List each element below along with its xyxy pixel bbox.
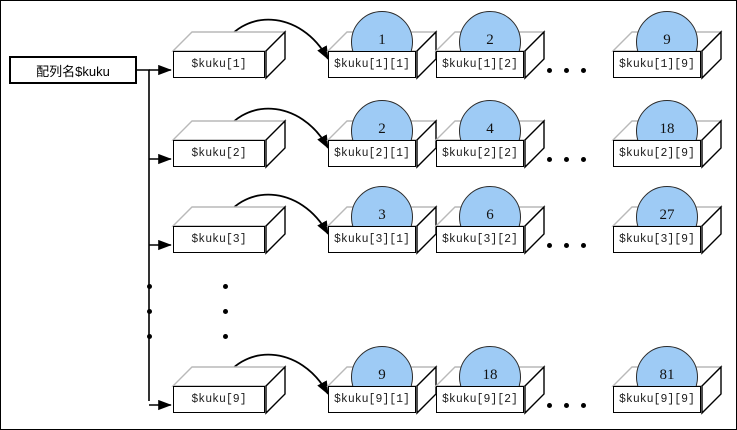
array-element-label: $kuku[1][2] (436, 51, 524, 78)
vertical-ellipsis-2 (223, 284, 228, 339)
horizontal-ellipsis (547, 243, 586, 248)
array-element-label: $kuku[9][9] (613, 386, 701, 413)
array-element-box: $kuku[3][2] (436, 207, 544, 253)
array-element-label: $kuku[3][1] (328, 226, 416, 253)
array-element-box: $kuku[9][9] (613, 367, 721, 413)
array-element-label: $kuku[2][2] (436, 140, 524, 167)
array-element-box: $kuku[3][9] (613, 207, 721, 253)
horizontal-ellipsis (547, 403, 586, 408)
array-element-label: $kuku[1][1] (328, 51, 416, 78)
array-element-box: $kuku[2][9] (613, 121, 721, 167)
array-pointer-label: $kuku[9] (173, 386, 265, 413)
array-element-box: $kuku[9][1] (328, 367, 436, 413)
array-element-label: $kuku[2][9] (613, 140, 701, 167)
array-element-box: $kuku[3][1] (328, 207, 436, 253)
array-pointer-label: $kuku[3] (173, 226, 265, 253)
array-element-box: $kuku[1][9] (613, 32, 721, 78)
array-element-box: $kuku[1][2] (436, 32, 544, 78)
vertical-ellipsis-1 (147, 284, 152, 339)
horizontal-ellipsis (547, 68, 586, 73)
array-pointer-box: $kuku[3] (173, 207, 285, 253)
array-pointer-label: $kuku[1] (173, 51, 265, 78)
array-element-label: $kuku[3][9] (613, 226, 701, 253)
array-element-box: $kuku[2][1] (328, 121, 436, 167)
array-name-text: 配列名$kuku (36, 63, 110, 79)
array-element-box: $kuku[2][2] (436, 121, 544, 167)
array-element-label: $kuku[9][1] (328, 386, 416, 413)
spine-connector (137, 64, 172, 411)
array-pointer-box: $kuku[9] (173, 367, 285, 413)
array-name-label: 配列名$kuku (9, 56, 137, 84)
array-element-label: $kuku[3][2] (436, 226, 524, 253)
array-pointer-label: $kuku[2] (173, 140, 265, 167)
array-element-label: $kuku[1][9] (613, 51, 701, 78)
horizontal-ellipsis (547, 157, 586, 162)
array-element-box: $kuku[9][2] (436, 367, 544, 413)
array-pointer-box: $kuku[1] (173, 32, 285, 78)
array-element-label: $kuku[2][1] (328, 140, 416, 167)
array-element-box: $kuku[1][1] (328, 32, 436, 78)
array-element-label: $kuku[9][2] (436, 386, 524, 413)
array-pointer-box: $kuku[2] (173, 121, 285, 167)
